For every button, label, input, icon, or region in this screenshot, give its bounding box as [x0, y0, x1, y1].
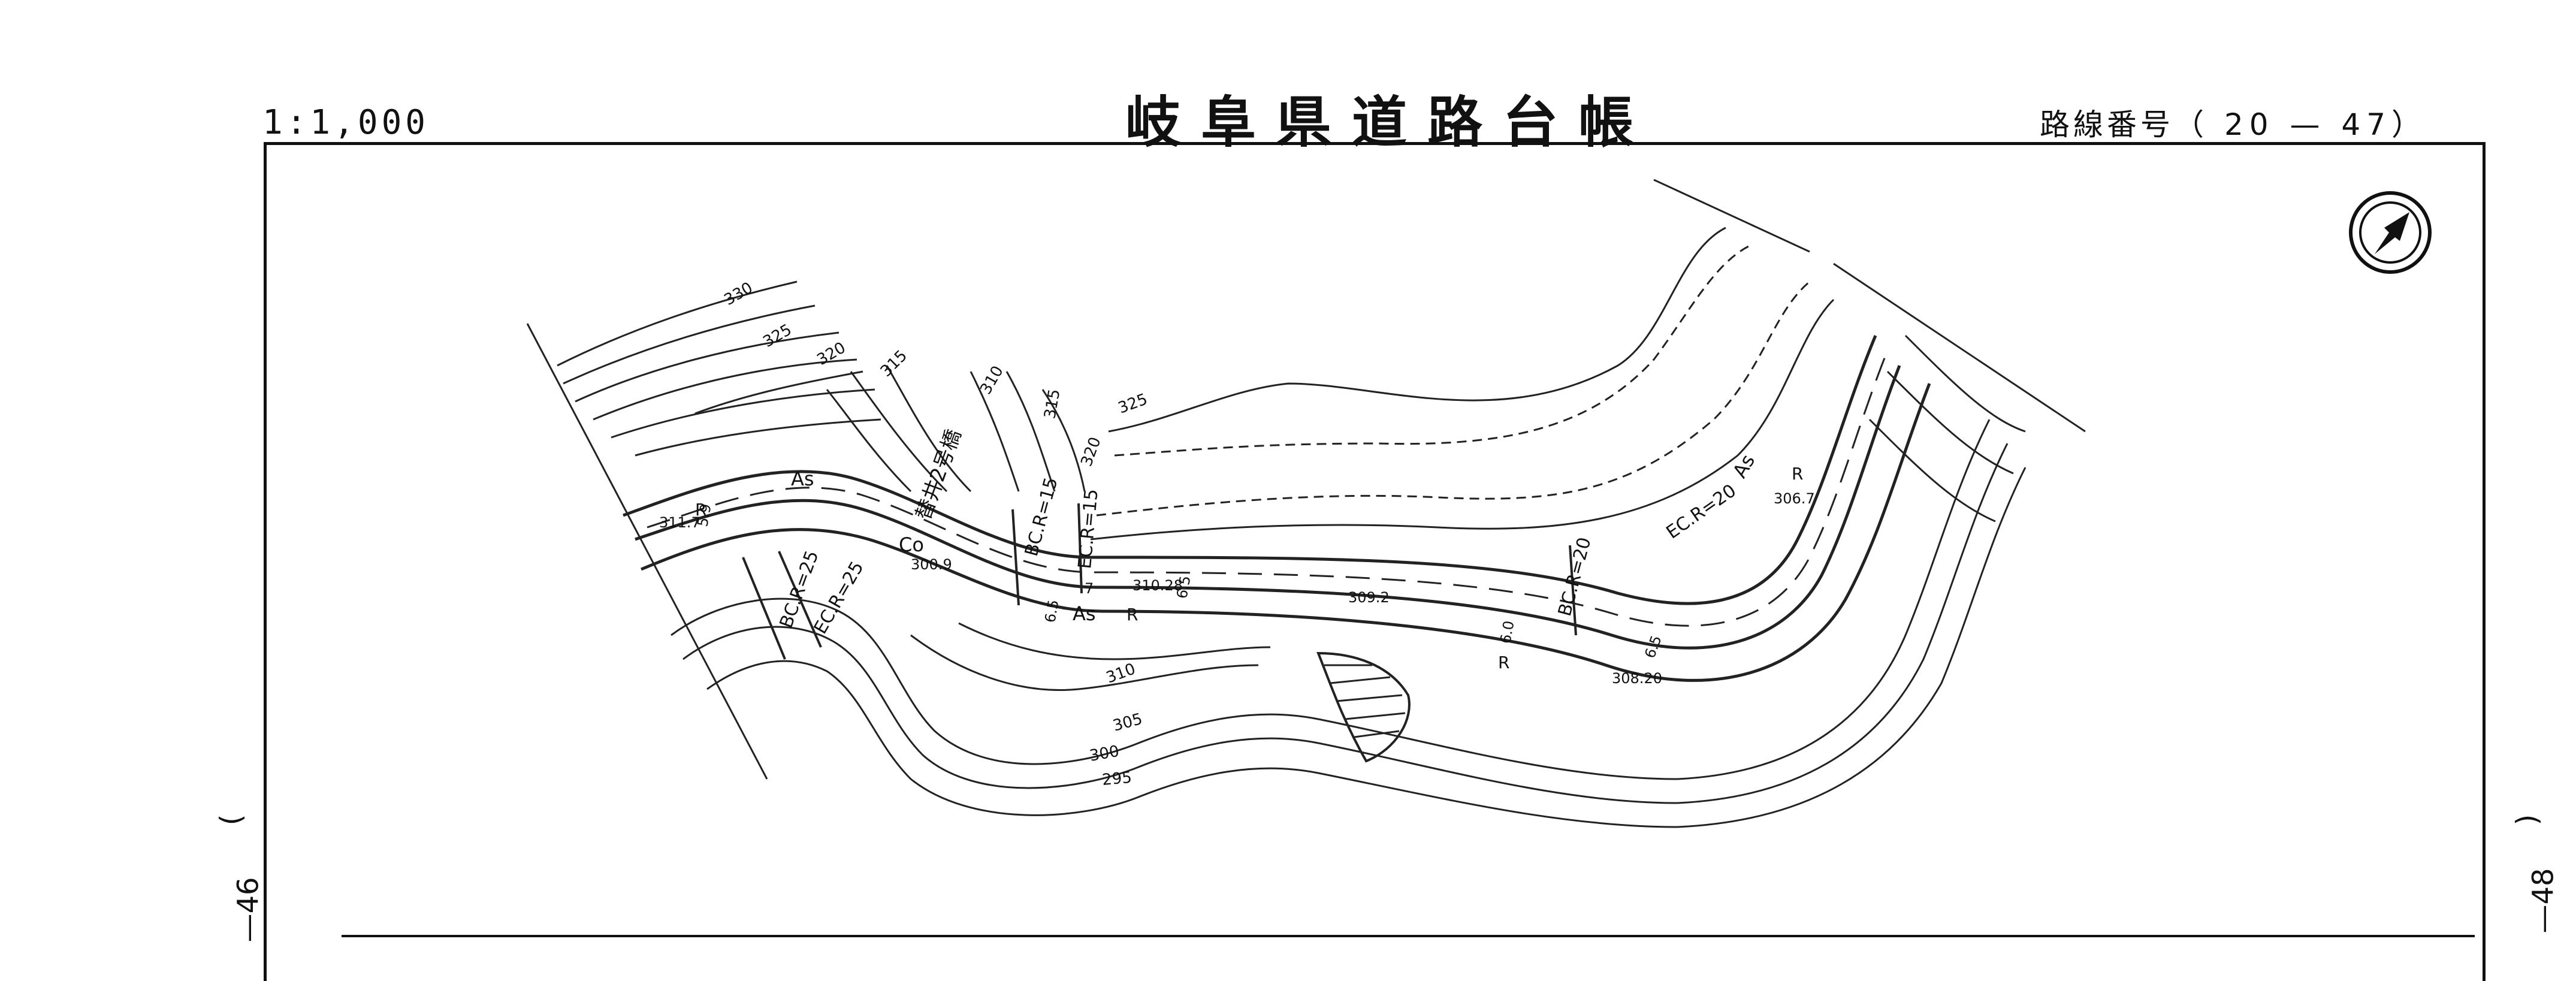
contour-label: 310 — [1104, 660, 1138, 687]
surface-label: As — [791, 467, 814, 490]
width-label: 6.5 — [1041, 599, 1062, 624]
bridge-label: 替井2号橋 — [911, 426, 967, 523]
bottom-rule — [342, 935, 2475, 937]
curve-label: BC.R=15 — [1021, 475, 1062, 559]
surface-label: Co — [899, 533, 924, 556]
map-frame — [264, 142, 2486, 981]
width-label: 6.0 — [1497, 620, 1517, 645]
elevation-label: 310.28 — [1133, 577, 1183, 594]
elevation-label: 306.7 — [1774, 490, 1815, 507]
map-scale: 1:1,000 — [262, 103, 430, 142]
contour-label: 320 — [1077, 434, 1104, 469]
width-label: 6.5 — [1173, 575, 1194, 600]
contour-label: 315 — [877, 347, 911, 381]
contour-label: 325 — [1116, 390, 1150, 417]
route-label: 路線番号（ — [2040, 107, 2207, 142]
route-number-value: 20 — 47 — [2224, 107, 2392, 142]
r-mark: R — [1792, 464, 1803, 484]
route-close: ） — [2391, 107, 2426, 142]
contour-label: 295 — [1101, 769, 1133, 789]
contour-label: 325 — [760, 321, 795, 351]
surface-label: As — [1728, 451, 1759, 482]
elevation-label: 300.9 — [911, 556, 952, 573]
boundary-line — [1653, 179, 1810, 253]
route-number: 路線番号（ 20 — 47） — [2040, 101, 2425, 144]
r-mark: R — [695, 500, 706, 520]
curve-label: EC.R=20 — [1663, 480, 1741, 543]
width-label: 7 — [1085, 580, 1094, 597]
contour-label: 305 — [1111, 710, 1144, 735]
width-label: 5.9 — [694, 503, 714, 528]
boundary-line — [1833, 262, 2086, 433]
elevation-label: 311.7 — [659, 514, 700, 531]
elevation-label: 309.2 — [1348, 589, 1390, 606]
width-label: 6.5 — [1641, 633, 1665, 660]
curve-label: BC.R=20 — [1554, 535, 1596, 618]
elevation-label: 308.20 — [1612, 670, 1662, 687]
north-arrow-icon — [2349, 191, 2432, 274]
contour-label: 320 — [814, 339, 849, 369]
contour-label: 300 — [1088, 742, 1121, 765]
surface-label: As — [1073, 602, 1096, 625]
r-mark: R — [1498, 653, 1509, 672]
road-map: 330 325 320 315 310 315 320 325 310 305 … — [526, 179, 2086, 828]
contour-label: 330 — [721, 279, 756, 309]
boundary-line — [526, 323, 768, 780]
r-mark: R — [1127, 605, 1138, 624]
